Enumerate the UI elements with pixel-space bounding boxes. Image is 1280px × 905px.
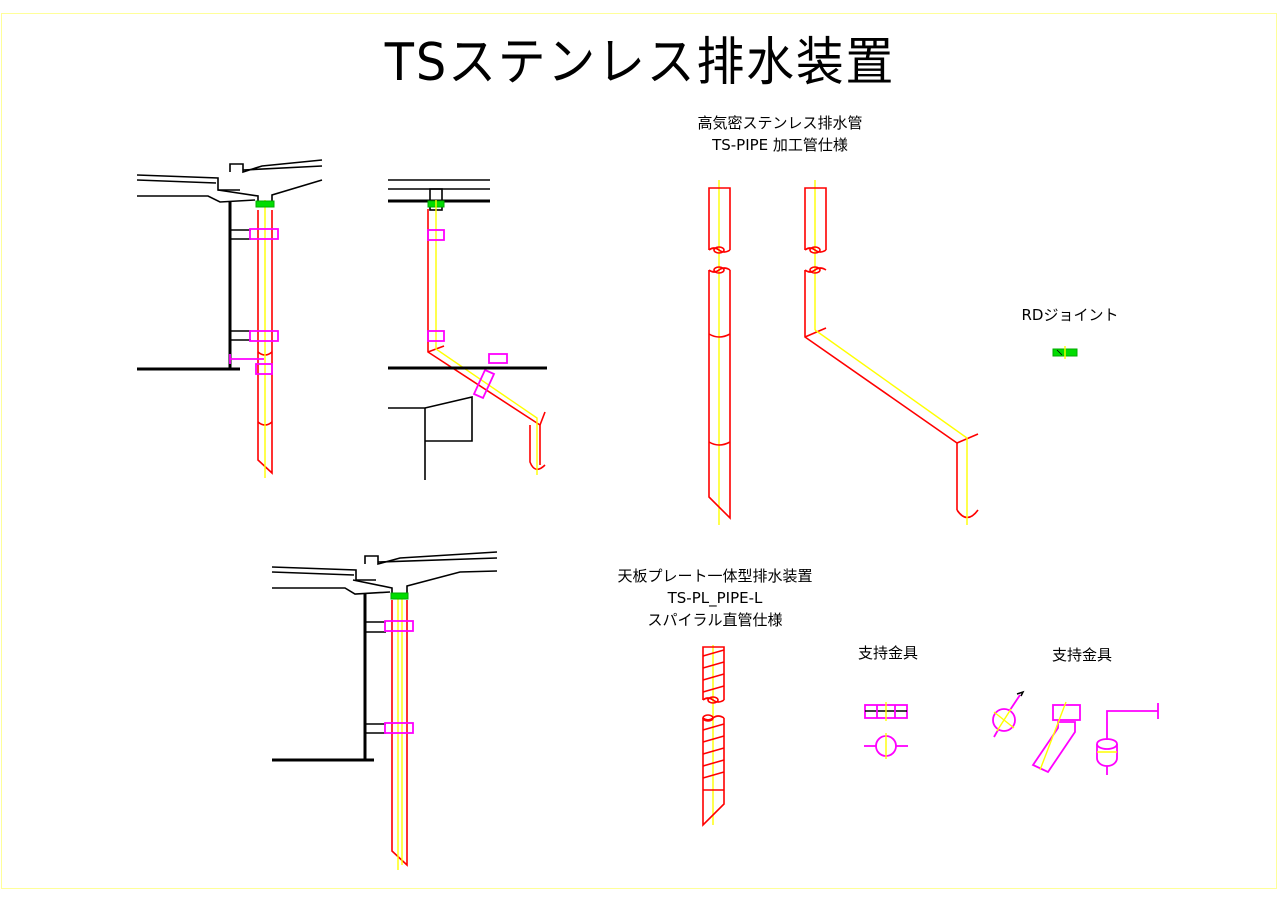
installation-detail-straight [136, 159, 323, 478]
bracket-b-symbol [992, 690, 1159, 775]
pipe-upper [708, 187, 731, 250]
deck-line [377, 557, 498, 563]
offset-pipe [804, 270, 958, 510]
pipe-upper [702, 646, 725, 700]
bracket-plate [488, 353, 508, 364]
pipe-bracket [384, 620, 414, 632]
break-mark [708, 246, 731, 254]
pipe-bracket [249, 228, 279, 240]
rd-joint [255, 200, 275, 208]
ts-pl-pipe-spec: スパイラル直管仕様 [647, 611, 783, 629]
rd-joint [390, 592, 409, 600]
slab-line [136, 179, 217, 184]
pipe-elbow [804, 327, 979, 519]
pipe-elbow [427, 345, 546, 471]
ts-pl-pipe-title: 天板プレート一体型排水装置 [617, 567, 813, 585]
pipe-lower [702, 718, 725, 827]
drain-head-body [352, 570, 498, 596]
beam-outline [388, 395, 473, 442]
pipe-bracket [427, 330, 445, 342]
ts-pl-pipe-model: TS-PL_PIPE-L [667, 589, 763, 607]
drain-head-body [217, 179, 323, 204]
break-mark [708, 266, 731, 274]
break-mark [804, 266, 827, 274]
hanger-rod [1106, 710, 1158, 740]
drain-head [429, 188, 443, 202]
clamp-top [1096, 738, 1118, 750]
rd-joint-symbol [1052, 346, 1078, 359]
bracket-plate [1052, 704, 1081, 721]
pipe-bracket [384, 722, 414, 734]
pipe-bracket [249, 330, 279, 342]
bracket-a-symbol [864, 702, 908, 759]
sheet-border [1, 13, 1277, 889]
ts-pipe-drawing [708, 180, 979, 525]
sheet-title: TSステンレス排水装置 [384, 33, 896, 93]
angled-bracket [1031, 721, 1076, 774]
centerline [814, 329, 968, 525]
break-mark [702, 696, 725, 704]
drain-head-top [364, 551, 498, 566]
centerline [996, 708, 1012, 732]
offset-pipe [427, 209, 541, 465]
bracket-b-label: 支持金具 [1051, 646, 1112, 664]
pipe-lower [708, 270, 731, 520]
pipe-clamp [992, 708, 1016, 732]
spiral-pipe-drawing [702, 645, 725, 827]
clamp-rod [1009, 694, 1021, 711]
rd-joint-mark [1056, 349, 1063, 356]
rod-end [1016, 690, 1025, 697]
pipe-bracket [427, 229, 445, 241]
installation-detail-plate [271, 551, 498, 870]
installation-detail-offset [388, 179, 547, 480]
slab-outline [136, 174, 240, 191]
drain-head-top [229, 159, 323, 174]
deck-line [242, 165, 323, 171]
slab-underside [272, 587, 391, 595]
break-mark [804, 246, 827, 254]
slab-underside [137, 195, 256, 203]
ts-pipe-spec: TS-PIPE 加工管仕様 [712, 136, 848, 154]
slab-outline [271, 566, 376, 581]
pipe-bracket [255, 363, 273, 375]
ts-pipe-label: 高気密ステンレス排水管 TS-PIPE 加工管仕様 [640, 112, 920, 156]
slab-line [271, 571, 355, 576]
pipe-joint [708, 333, 731, 446]
angled-bracket [472, 368, 496, 400]
centerline [435, 200, 538, 475]
ts-pl-pipe-label: 天板プレート一体型排水装置 TS-PL_PIPE-L スパイラル直管仕様 [565, 565, 865, 631]
centerline [1039, 701, 1067, 771]
bracket-a-label: 支持金具 [857, 644, 918, 662]
spiral-ribs [702, 649, 725, 779]
ts-pipe-title: 高気密ステンレス排水管 [697, 114, 863, 132]
break-mark [702, 714, 725, 722]
pipe-upper [804, 187, 827, 250]
rd-joint-label: RDジョイント [1021, 306, 1119, 324]
